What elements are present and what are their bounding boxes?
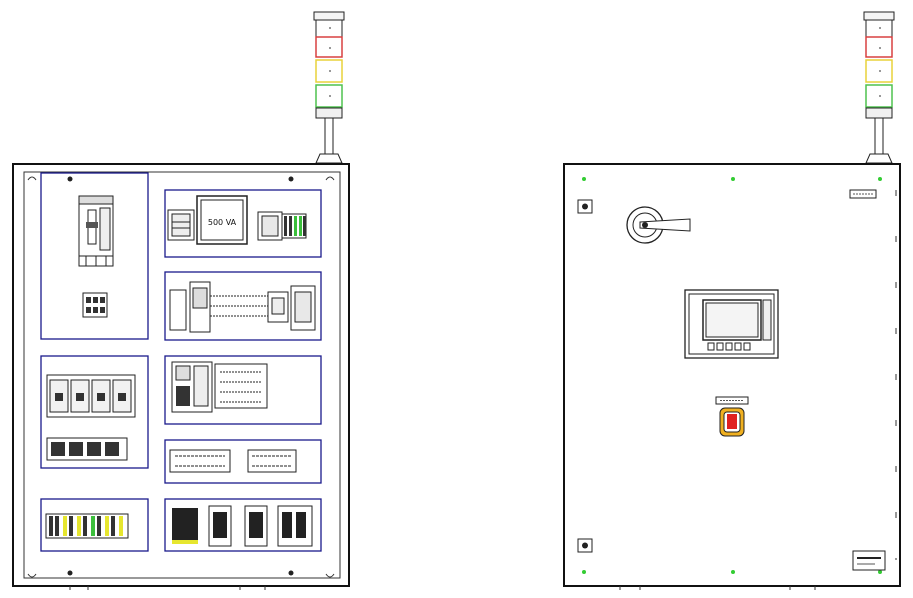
- emergency-stop-icon[interactable]: [719, 407, 745, 437]
- manufacturer-plate: [852, 550, 886, 571]
- terminal-block-icon: [169, 449, 297, 473]
- rotary-disconnect-icon[interactable]: [626, 206, 691, 244]
- transformer-rating-label: 500 VA: [208, 218, 237, 227]
- stack-light-icon: [863, 11, 895, 164]
- power-supply-icon: [167, 209, 195, 241]
- door-hinge-icon: [577, 199, 593, 214]
- power-module-icon: [172, 505, 313, 547]
- contactor-row-icon: [46, 374, 136, 418]
- transformer-icon: 500 VA: [196, 195, 248, 245]
- stack-light-icon: [313, 11, 345, 164]
- relay-block-icon: [82, 292, 108, 318]
- door-panel: [563, 163, 901, 590]
- door-hinge-icon: [577, 538, 593, 553]
- terminal-strip-icon: [257, 211, 307, 241]
- hmi-screen-icon[interactable]: [684, 289, 779, 359]
- circuit-breaker-icon: [78, 195, 114, 267]
- colored-terminal-icon: [45, 513, 129, 539]
- plc-rail-icon: [169, 281, 316, 333]
- relay-row-icon: [46, 437, 128, 461]
- io-module-icon: [171, 361, 268, 413]
- interior-panel: 500 VA: [12, 163, 350, 590]
